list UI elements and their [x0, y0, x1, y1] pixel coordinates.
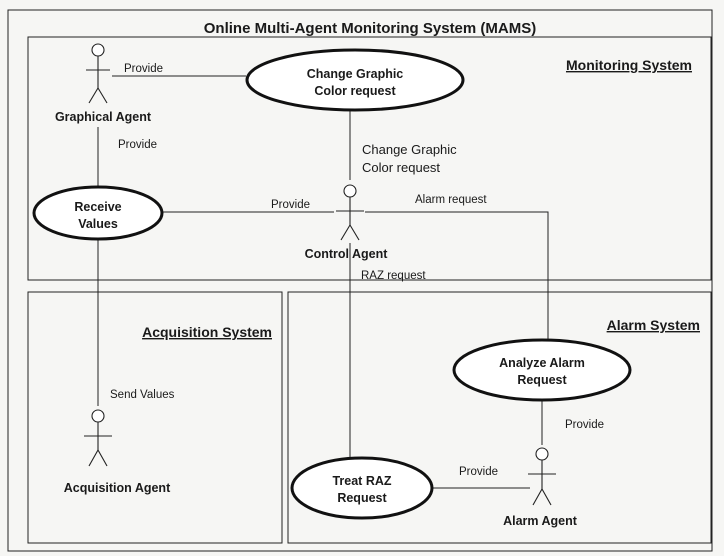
mams-frame — [7, 9, 713, 552]
alarm-system-boundary — [287, 291, 712, 544]
acquisition-system-boundary — [27, 291, 283, 544]
actor-alarm-agent — [528, 447, 556, 506]
assoc-label: Provide — [565, 419, 604, 431]
use-case-analyze-alarm-request — [452, 338, 632, 402]
assoc-label: Color request — [362, 160, 440, 175]
assoc-label: Provide — [118, 139, 157, 151]
use-case-label: Analyze Alarm — [499, 356, 585, 370]
use-case-receive-values — [32, 185, 164, 241]
assoc-label: Alarm request — [415, 194, 487, 206]
assoc-label: Provide — [459, 466, 498, 478]
use-case-label: Color request — [314, 84, 396, 98]
acquisition-system-label: Acquisition System — [142, 324, 272, 340]
actor-label: Control Agent — [305, 247, 389, 261]
use-case-label: Values — [78, 217, 118, 231]
actor-graphical-agent — [86, 43, 110, 104]
diagram-title: Online Multi-Agent Monitoring System (MA… — [204, 20, 536, 37]
assoc-label: Send Values — [110, 389, 175, 401]
actor-label: Graphical Agent — [55, 110, 152, 124]
use-case-label: Receive — [74, 200, 121, 214]
actor-label: Alarm Agent — [503, 514, 578, 528]
assoc-label: RAZ request — [361, 270, 426, 282]
use-case-label: Treat RAZ — [332, 474, 391, 488]
monitoring-system-boundary — [27, 36, 712, 281]
use-case-label: Request — [517, 373, 567, 387]
assoc-control-analyze — [365, 211, 549, 344]
monitoring-system-label: Monitoring System — [566, 57, 692, 73]
alarm-system-label: Alarm System — [607, 317, 700, 333]
assoc-label: Change Graphic — [362, 142, 457, 157]
actor-label: Acquisition Agent — [64, 481, 171, 495]
use-case-treat-raz-request — [290, 456, 434, 520]
use-case-label: Request — [337, 491, 387, 505]
assoc-label: Provide — [271, 199, 310, 211]
use-case-change-graphic-color — [245, 48, 465, 112]
use-case-label: Change Graphic — [307, 67, 404, 81]
assoc-label: Provide — [124, 63, 163, 75]
actor-acquisition-agent — [84, 409, 112, 467]
actor-control-agent — [336, 184, 364, 241]
